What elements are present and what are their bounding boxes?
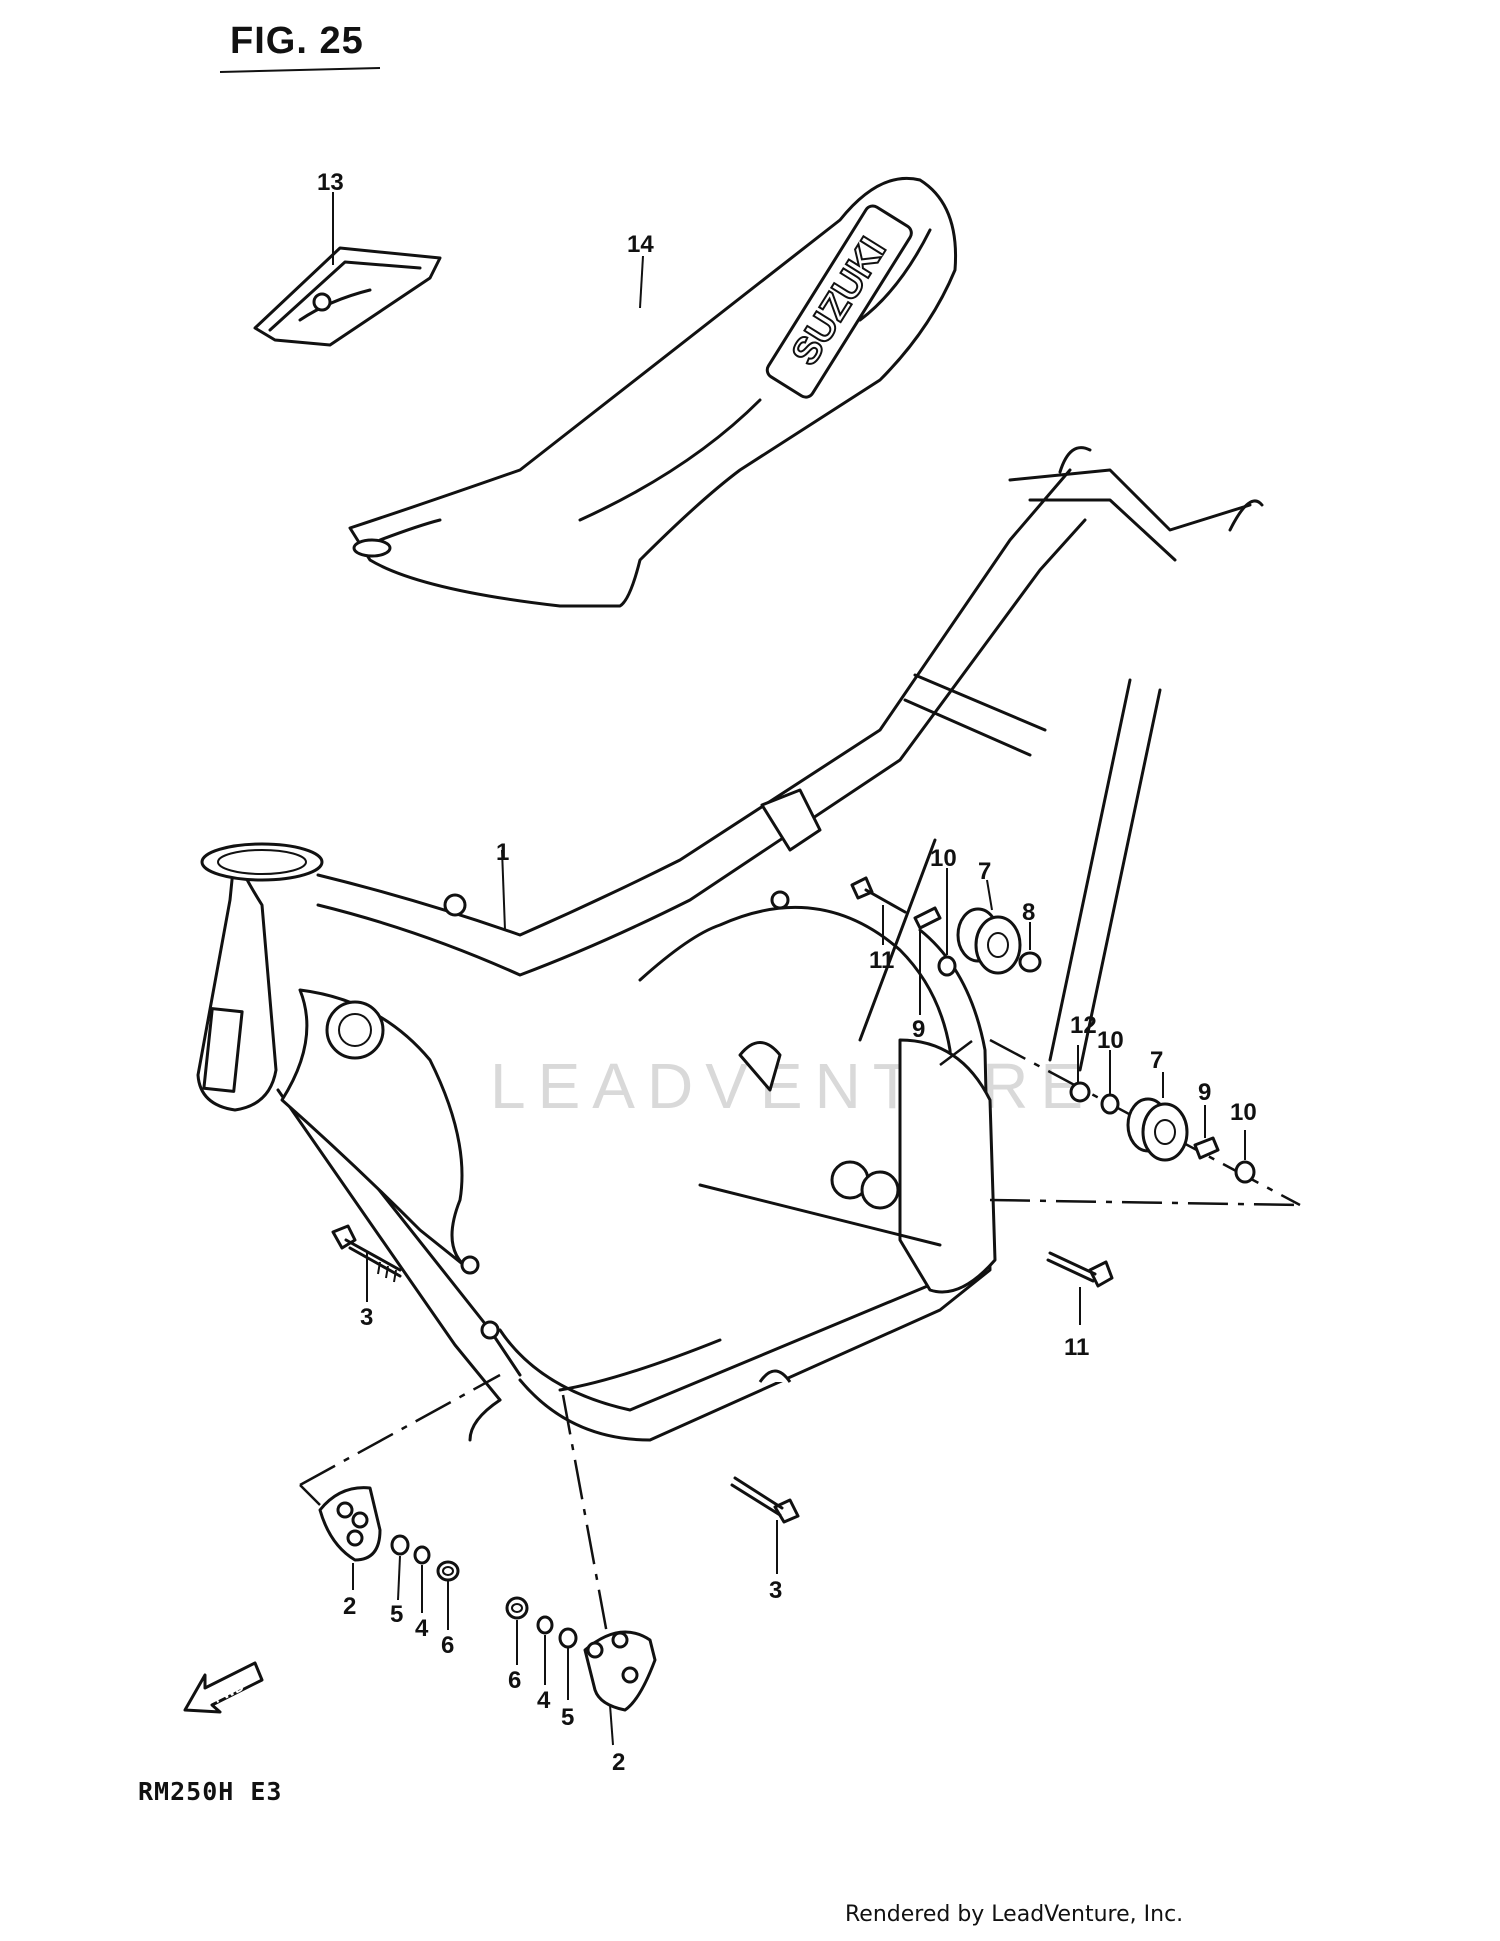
ref-line-shock: [939, 1034, 981, 1066]
ref-line-right-lower: [989, 1198, 1301, 1207]
nut-part-10b[interactable]: [1100, 1093, 1120, 1115]
callout-10a: 10: [930, 845, 957, 872]
callout-11a: 11: [869, 947, 894, 974]
forward-arrow-icon: FWD: [183, 1661, 264, 1714]
callout-leaders: [332, 192, 1246, 1746]
callout-3a: 3: [360, 1304, 373, 1331]
bolt-part-11b[interactable]: [1046, 1251, 1114, 1288]
nut-part-10c[interactable]: [1234, 1160, 1256, 1184]
callout-9a: 9: [912, 1016, 925, 1043]
callout-4b: 4: [537, 1687, 551, 1714]
callout-7b: 7: [1150, 1047, 1163, 1074]
callout-2b: 2: [612, 1749, 625, 1776]
callout-10c: 10: [1230, 1099, 1257, 1126]
tool-bag-part-13[interactable]: [253, 246, 442, 347]
bolt-part-3a[interactable]: [331, 1224, 402, 1283]
nut-part-12[interactable]: [1069, 1081, 1091, 1103]
bushing-part-7a[interactable]: [956, 907, 1022, 975]
nut-part-6a[interactable]: [436, 1560, 460, 1582]
washer-part-4b[interactable]: [536, 1615, 554, 1635]
nut-part-6b[interactable]: [505, 1596, 529, 1620]
engine-plate-part-2a[interactable]: [318, 1486, 382, 1562]
callout-3b: 3: [769, 1577, 782, 1604]
figure-title: FIG. 25: [230, 20, 364, 62]
bolt-part-11a[interactable]: [850, 876, 907, 914]
frame-part-1[interactable]: [196, 446, 1264, 1442]
spacer-part-9a[interactable]: [913, 906, 942, 930]
callout-6b: 6: [508, 1667, 521, 1694]
watermark-text: LEADVENTURE: [490, 1050, 1095, 1122]
callout-2a: 2: [343, 1593, 356, 1620]
washer-part-5a[interactable]: [390, 1534, 410, 1556]
callout-11b: 11: [1064, 1334, 1089, 1361]
callout-13: 13: [317, 169, 344, 196]
callout-5b: 5: [561, 1704, 574, 1731]
callout-14: 14: [627, 231, 654, 258]
callout-1: 1: [496, 839, 509, 866]
title-underline: [219, 67, 381, 73]
bolt-part-3b[interactable]: [730, 1476, 800, 1524]
bushing-part-7b[interactable]: [1126, 1097, 1189, 1162]
washer-part-5b[interactable]: [558, 1627, 578, 1649]
callout-4a: 4: [415, 1615, 429, 1642]
callout-10b: 10: [1097, 1027, 1124, 1054]
nut-part-10a[interactable]: [937, 955, 957, 977]
callout-5a: 5: [390, 1601, 403, 1628]
washer-part-4a[interactable]: [413, 1545, 431, 1565]
collar-part-8[interactable]: [1018, 951, 1042, 973]
model-code: RM250H E3: [138, 1777, 283, 1806]
callout-8: 8: [1022, 899, 1035, 926]
callout-6a: 6: [441, 1632, 454, 1659]
callout-7a: 7: [978, 858, 991, 885]
callout-9b: 9: [1198, 1079, 1211, 1106]
engine-plate-part-2b[interactable]: [583, 1630, 657, 1712]
render-credit: Rendered by LeadVenture, Inc.: [845, 1902, 1184, 1927]
seat-part-14[interactable]: SUZUKI: [348, 176, 958, 608]
ref-line-left: [299, 1373, 501, 1487]
callout-12: 12: [1070, 1012, 1097, 1039]
spacer-part-9b[interactable]: [1193, 1136, 1220, 1160]
ref-line-center: [561, 1394, 612, 1651]
ref-line-left-end: [299, 1484, 321, 1506]
